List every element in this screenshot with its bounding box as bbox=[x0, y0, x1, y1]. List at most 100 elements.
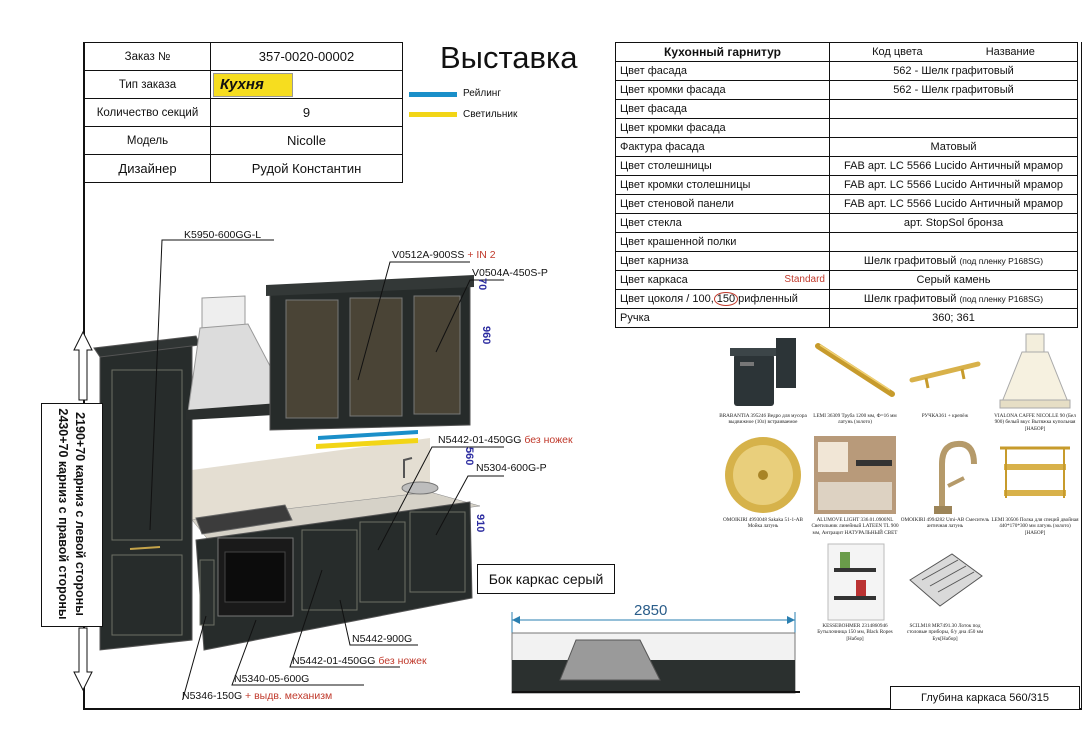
product-caption: SCILM18 MR7491.30 Лоток под столовые при… bbox=[906, 623, 984, 642]
dim-arrow-right-icon bbox=[787, 616, 795, 624]
sections-count-label: Количество секций bbox=[84, 98, 211, 127]
order-number-value: 357-0020-00002 bbox=[210, 42, 403, 71]
spec-row-value bbox=[829, 232, 1078, 252]
product-caption: OMOIKIRI 4994282 Umi-AB Смеситель античн… bbox=[900, 517, 990, 530]
label-n5346-note: + выдв. механизм bbox=[245, 690, 333, 702]
light-legend-swatch bbox=[409, 112, 457, 117]
rail-tube-icon bbox=[815, 343, 895, 397]
plinth-150-circled: 150 bbox=[713, 292, 739, 306]
height-note-text: 2190+70 карниз с левой стороны 2430+70 к… bbox=[54, 403, 88, 625]
spec-row-label: Ручка bbox=[615, 308, 830, 328]
product-card: OMOIKIRI 4994282 Umi-AB Смеситель античн… bbox=[900, 434, 990, 530]
model-value: Nicolle bbox=[210, 126, 403, 155]
rail-strip bbox=[318, 430, 418, 440]
countertop bbox=[191, 491, 481, 543]
light-legend-label: Светильник bbox=[463, 109, 518, 120]
leader-hood bbox=[149, 239, 274, 531]
light-strip bbox=[316, 438, 418, 449]
product-caption: KESSEBOHMER 2314860946 Бутылочница 150 м… bbox=[817, 623, 893, 642]
spec-row-value: FAB арт. LC 5566 Lucido Античный мрамор bbox=[829, 175, 1078, 195]
spec-row-label: Цвет стекла bbox=[615, 213, 830, 233]
spec-row-label: Фактура фасада bbox=[615, 137, 830, 157]
label-hood-module: K5950-600GG-L bbox=[184, 229, 262, 241]
spec-header-label: Кухонный гарнитур bbox=[615, 42, 830, 62]
plinth-label-post: рифленный bbox=[738, 293, 798, 305]
spec-row-value: арт. StopSol бронза bbox=[829, 213, 1078, 233]
faucet bbox=[403, 457, 413, 478]
cutlery-tray-icon bbox=[909, 553, 983, 607]
spec-table: Кухонный гарнитур Код цвета Название Цве… bbox=[615, 42, 1078, 328]
faucet-icon bbox=[934, 440, 977, 514]
leader-n5340 bbox=[231, 619, 364, 686]
dim-arrow-left-icon bbox=[512, 616, 520, 624]
tall-door-upper bbox=[111, 369, 183, 541]
product-caption: LEMI 36309 Труба 1200 мм, Ф=16 мм латунь… bbox=[813, 413, 897, 426]
model-label: Модель bbox=[84, 126, 211, 155]
spec-row-note: (под пленку P168SG) bbox=[959, 256, 1044, 266]
order-number-label: Заказ № bbox=[84, 42, 211, 71]
down-arrow-icon bbox=[73, 627, 93, 692]
handle-icon bbox=[909, 361, 981, 389]
spec-row-value: 360; 361 bbox=[829, 308, 1078, 328]
product-caption: LEMI 30506 Полка для специй двойная 440*… bbox=[991, 517, 1079, 536]
sink-door bbox=[359, 521, 406, 603]
sections-count-value: 9 bbox=[210, 98, 403, 127]
height-note-box bbox=[41, 403, 103, 627]
leader-n5346 bbox=[182, 615, 207, 700]
spec-row-label: Цвет кромки столешницы bbox=[615, 175, 830, 195]
spec-row-note: (под пленку P168SG) bbox=[959, 294, 1044, 304]
spec-header-code: Код цвета bbox=[872, 46, 923, 58]
glass-door bbox=[349, 297, 403, 417]
spec-row-value: 562 - Шелк графитовый bbox=[829, 80, 1078, 100]
product-caption: VIALONA CAFFE NICOLLE 90 (Бел 900) белый… bbox=[994, 413, 1076, 432]
product-caption: ALUMOVE LIGHT 336.01.0900NL Светильник л… bbox=[811, 517, 899, 536]
frame-side-note: Бок каркас серый bbox=[477, 564, 615, 594]
label-wall-glass: V0512A-900SS bbox=[392, 249, 465, 261]
plan-hood bbox=[559, 639, 661, 681]
height-note-left: 2190+70 карниз с левой стороны bbox=[73, 412, 87, 616]
spec-row-label: Цвет столешницы bbox=[615, 156, 830, 176]
hood-band bbox=[186, 402, 292, 420]
tall-handle bbox=[129, 546, 161, 550]
up-arrow-icon bbox=[73, 330, 93, 401]
plinth-label-pre: Цвет цоколя / 100, bbox=[620, 293, 714, 305]
spec-row-value: FAB арт. LC 5566 Lucido Античный мрамор bbox=[829, 156, 1078, 176]
spec-row-label: Цвет кромки фасада bbox=[615, 80, 830, 100]
order-type-label: Тип заказа bbox=[84, 70, 211, 99]
designer-value: Рудой Константин bbox=[210, 154, 403, 183]
glass-door bbox=[413, 295, 461, 415]
leader-n5442-900 bbox=[339, 599, 418, 646]
oven-window bbox=[224, 551, 286, 603]
hood-icon bbox=[999, 333, 1071, 409]
narrow-cabinet bbox=[199, 559, 215, 626]
dimension-960: 960 bbox=[480, 326, 492, 345]
label-n5346: N5346-150G bbox=[182, 690, 243, 702]
drawer-stack bbox=[301, 529, 358, 611]
spec-row-label: Цвет карниза bbox=[615, 251, 830, 271]
product-caption: OMOIKIRI 4993048 Sakaka 51-1-AB Мойка ла… bbox=[723, 517, 803, 530]
spec-row-value: Шелк графитовый bbox=[863, 293, 957, 305]
frame-depth-note: Глубина каркаса 560/315 bbox=[890, 686, 1080, 710]
product-card: LEMI 30506 Полка для специй двойная 440*… bbox=[990, 434, 1080, 536]
right-door bbox=[409, 511, 466, 593]
shelf-icon bbox=[1000, 446, 1070, 498]
product-card: KESSEBOHMER 2314860946 Бутылочница 150 м… bbox=[810, 540, 900, 642]
spec-row-value: Серый камень bbox=[829, 270, 1078, 290]
product-card: ALUMOVE LIGHT 336.01.0900NL Светильник л… bbox=[810, 434, 900, 536]
product-caption: РУЧКА361 + крепёж bbox=[921, 413, 969, 419]
tall-door-lower bbox=[111, 554, 183, 636]
product-card: РУЧКА361 + крепёж bbox=[900, 332, 990, 419]
spec-row-value bbox=[829, 118, 1078, 138]
spec-row-value: FAB арт. LC 5566 Lucido Античный мрамор bbox=[829, 194, 1078, 214]
product-caption: BRABANTIA 395246 Ведро для мусора выдвиж… bbox=[719, 413, 807, 426]
label-n5442-01-bottom-note: без ножек bbox=[378, 655, 427, 667]
frame-standard-tag: Standard bbox=[784, 274, 825, 285]
height-arrows bbox=[73, 330, 93, 692]
leader-n5442-bottom bbox=[289, 569, 400, 668]
spec-row-label: Цвет стеновой панели bbox=[615, 194, 830, 214]
dimension-70: 70 bbox=[476, 278, 488, 291]
trash-bin-icon bbox=[730, 338, 796, 406]
page-title: Выставка bbox=[440, 40, 578, 75]
label-n5442-01-top: N5442-01-450GG bbox=[438, 434, 522, 446]
led-light-icon bbox=[814, 436, 896, 514]
